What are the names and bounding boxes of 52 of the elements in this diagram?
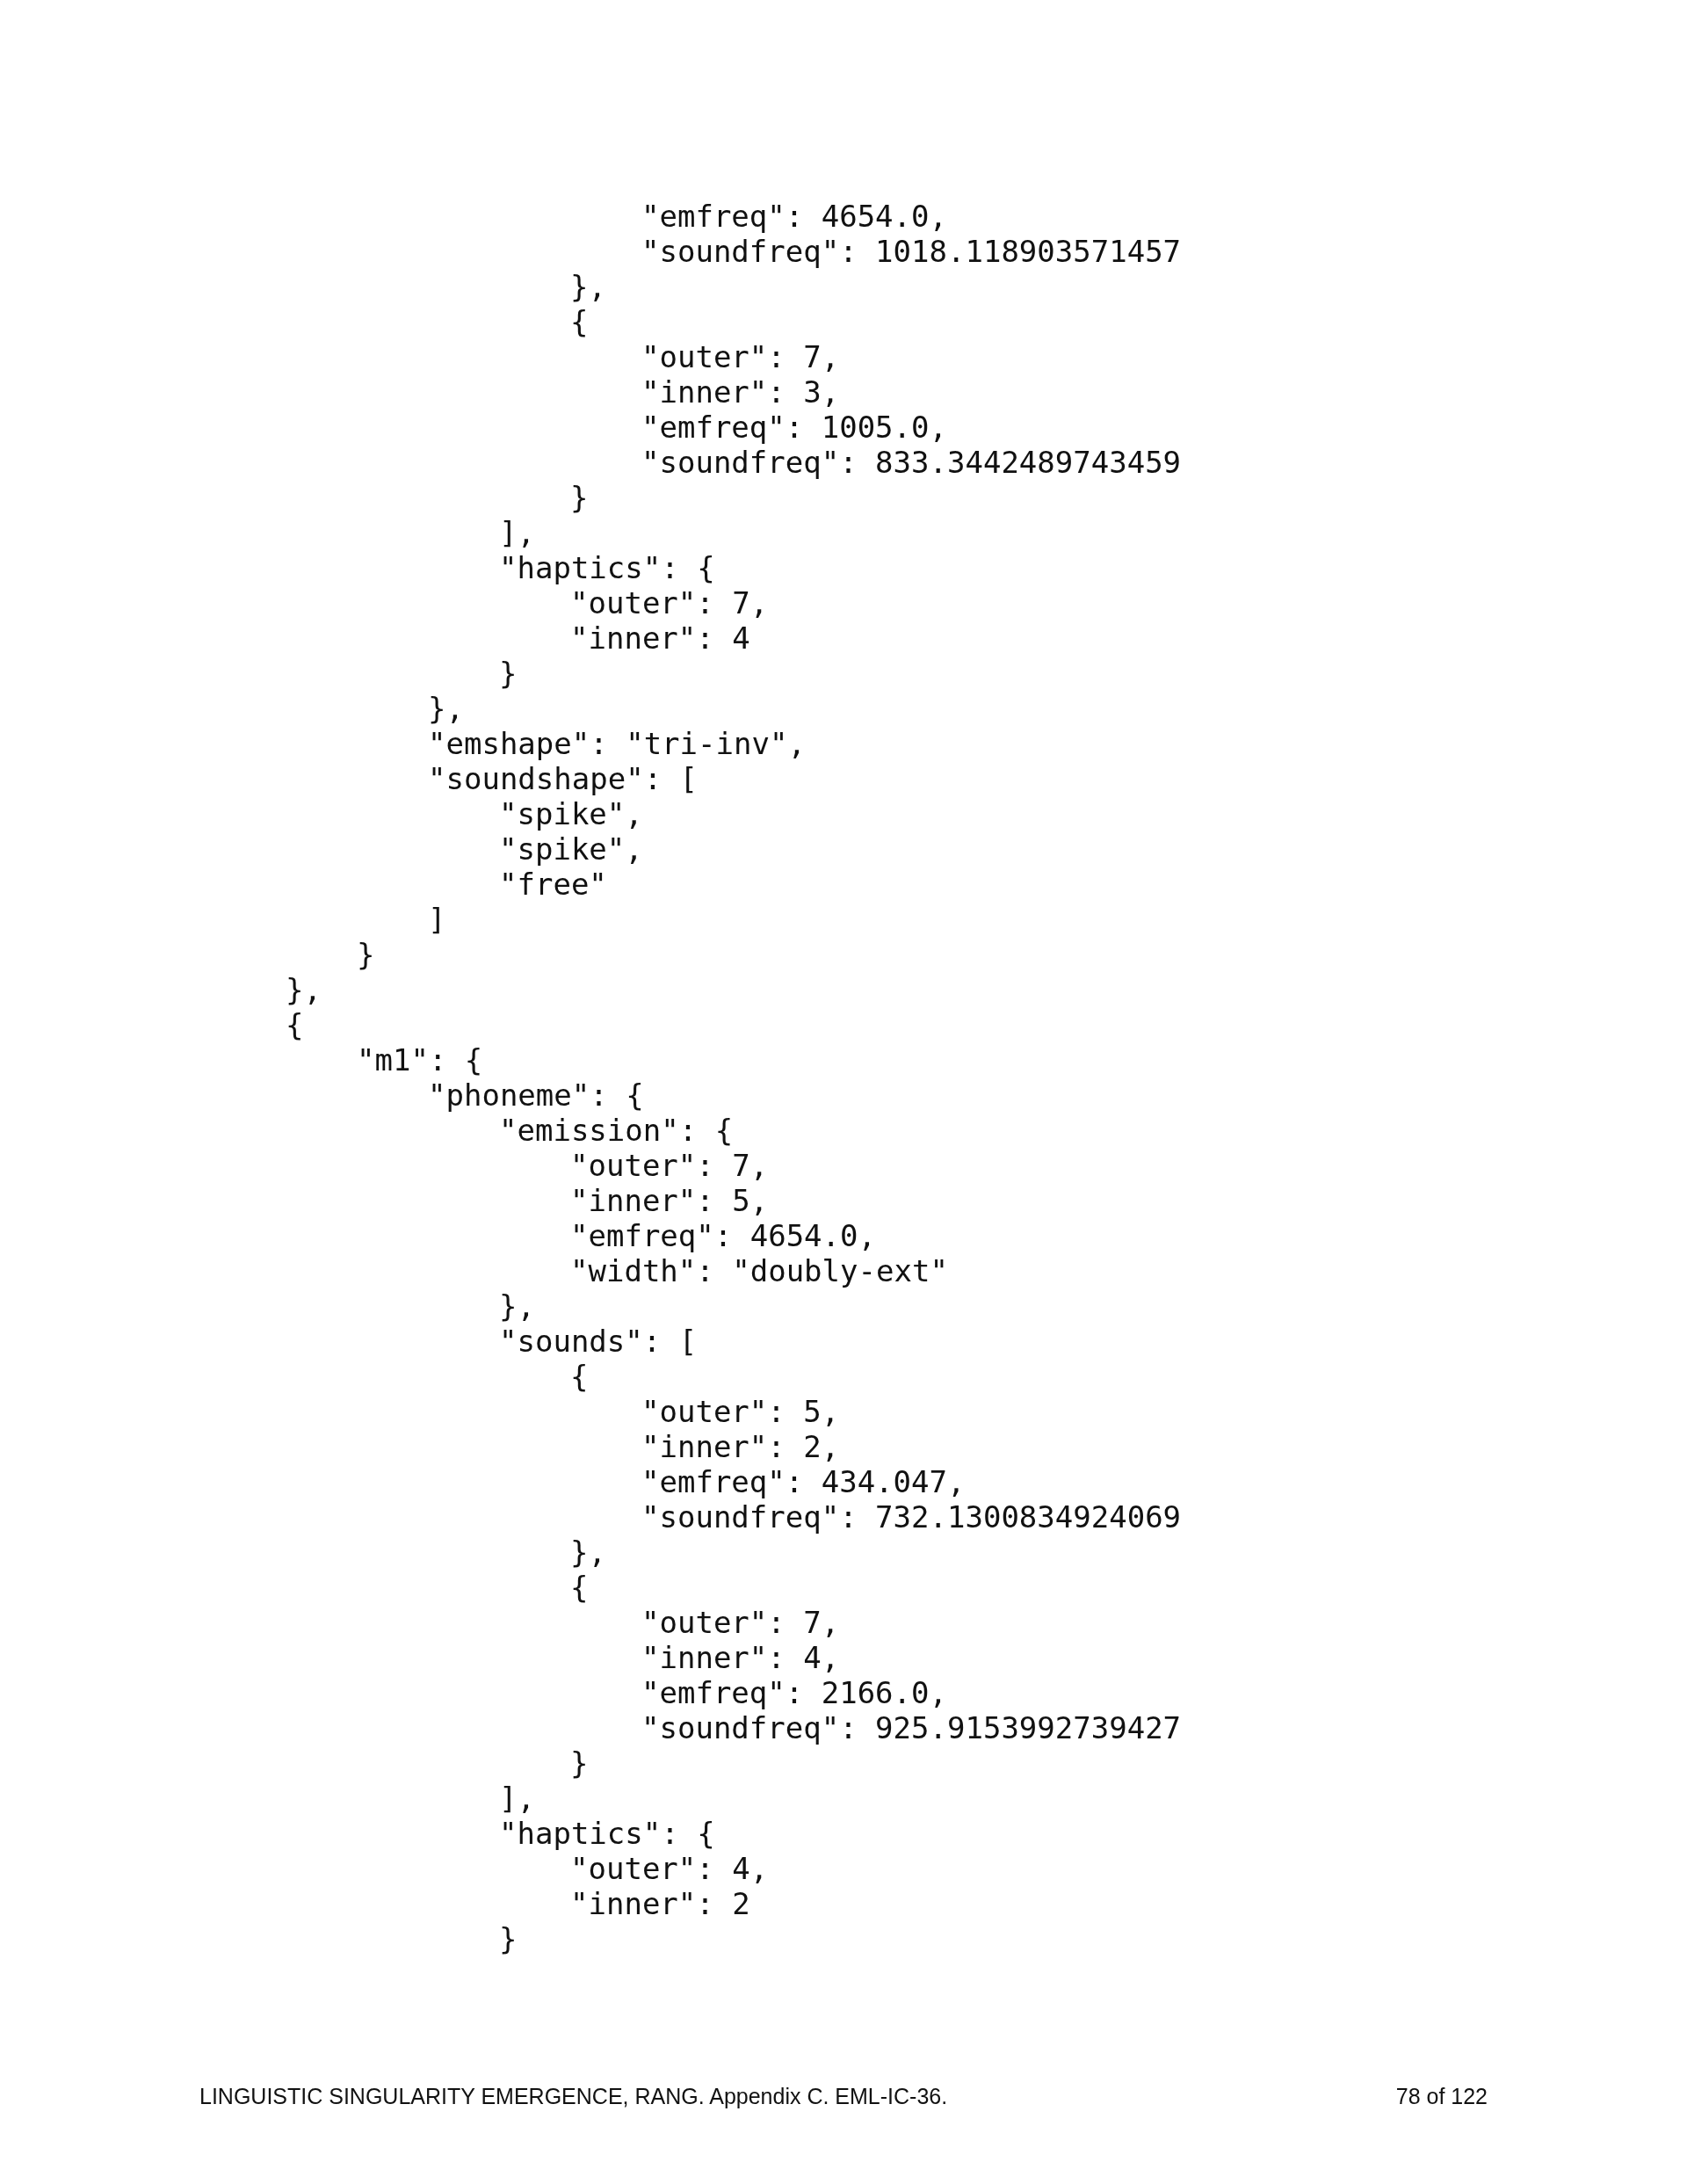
page-number: 78 of 122	[1395, 2083, 1488, 2109]
code-line: "inner": 5,	[570, 1183, 769, 1218]
code-line: },	[570, 1535, 606, 1570]
running-footer: LINGUISTIC SINGULARITY EMERGENCE, RANG. Appendix C. EML-IC-36.	[199, 2083, 948, 2109]
code-line: {	[570, 1570, 589, 1605]
code-line: "haptics": {	[499, 550, 715, 585]
code-line: "inner": 4	[570, 620, 750, 656]
code-line: {	[570, 1359, 589, 1394]
code-line: "inner": 3,	[641, 374, 840, 410]
code-line: },	[428, 691, 464, 726]
code-line: },	[570, 269, 606, 304]
code-line: ],	[499, 1781, 535, 1816]
code-line: "emfreq": 4654.0,	[641, 199, 947, 234]
code-line: "soundfreq": 833.3442489743459	[641, 445, 1182, 480]
code-line: }	[499, 656, 518, 691]
code-line: "spike",	[499, 796, 643, 831]
code-line: }	[570, 480, 589, 515]
code-line: "outer": 7,	[570, 585, 769, 620]
code-line: }	[357, 937, 375, 972]
code-line: "phoneme": {	[428, 1077, 644, 1113]
code-line: "inner": 4,	[641, 1640, 840, 1675]
code-line: "haptics": {	[499, 1816, 715, 1851]
code-line: "inner": 2	[570, 1886, 750, 1921]
code-line: },	[286, 972, 322, 1007]
code-line: "soundfreq": 732.1300834924069	[641, 1499, 1182, 1535]
code-line: "m1": {	[357, 1042, 483, 1077]
code-line: {	[286, 1007, 304, 1042]
code-line: "emfreq": 434.047,	[641, 1464, 966, 1499]
code-line: "soundfreq": 1018.118903571457	[641, 234, 1182, 269]
code-line: "width": "doubly-ext"	[570, 1253, 948, 1288]
code-line: "spike",	[499, 831, 643, 867]
code-line: {	[570, 304, 589, 339]
code-line: }	[499, 1921, 518, 1956]
code-line: "free"	[499, 867, 607, 902]
code-line: "emission": {	[499, 1113, 734, 1148]
code-line: "outer": 7,	[641, 339, 840, 374]
code-line: "emfreq": 4654.0,	[570, 1218, 876, 1253]
code-line: "inner": 2,	[641, 1429, 840, 1464]
code-line: ],	[499, 515, 535, 550]
code-line: "outer": 4,	[570, 1851, 769, 1886]
code-line: "outer": 7,	[641, 1605, 840, 1640]
code-line: "outer": 7,	[570, 1148, 769, 1183]
code-line: "soundfreq": 925.9153992739427	[641, 1710, 1182, 1745]
code-line: "emfreq": 2166.0,	[641, 1675, 947, 1710]
code-line: },	[499, 1288, 535, 1324]
code-line: "sounds": [	[499, 1324, 698, 1359]
code-line: "emfreq": 1005.0,	[641, 410, 947, 445]
code-line: "soundshape": [	[428, 761, 699, 796]
code-line: }	[570, 1745, 589, 1781]
code-line: "outer": 5,	[641, 1394, 840, 1429]
code-line: ]	[428, 902, 446, 937]
code-line: "emshape": "tri-inv",	[428, 726, 806, 761]
